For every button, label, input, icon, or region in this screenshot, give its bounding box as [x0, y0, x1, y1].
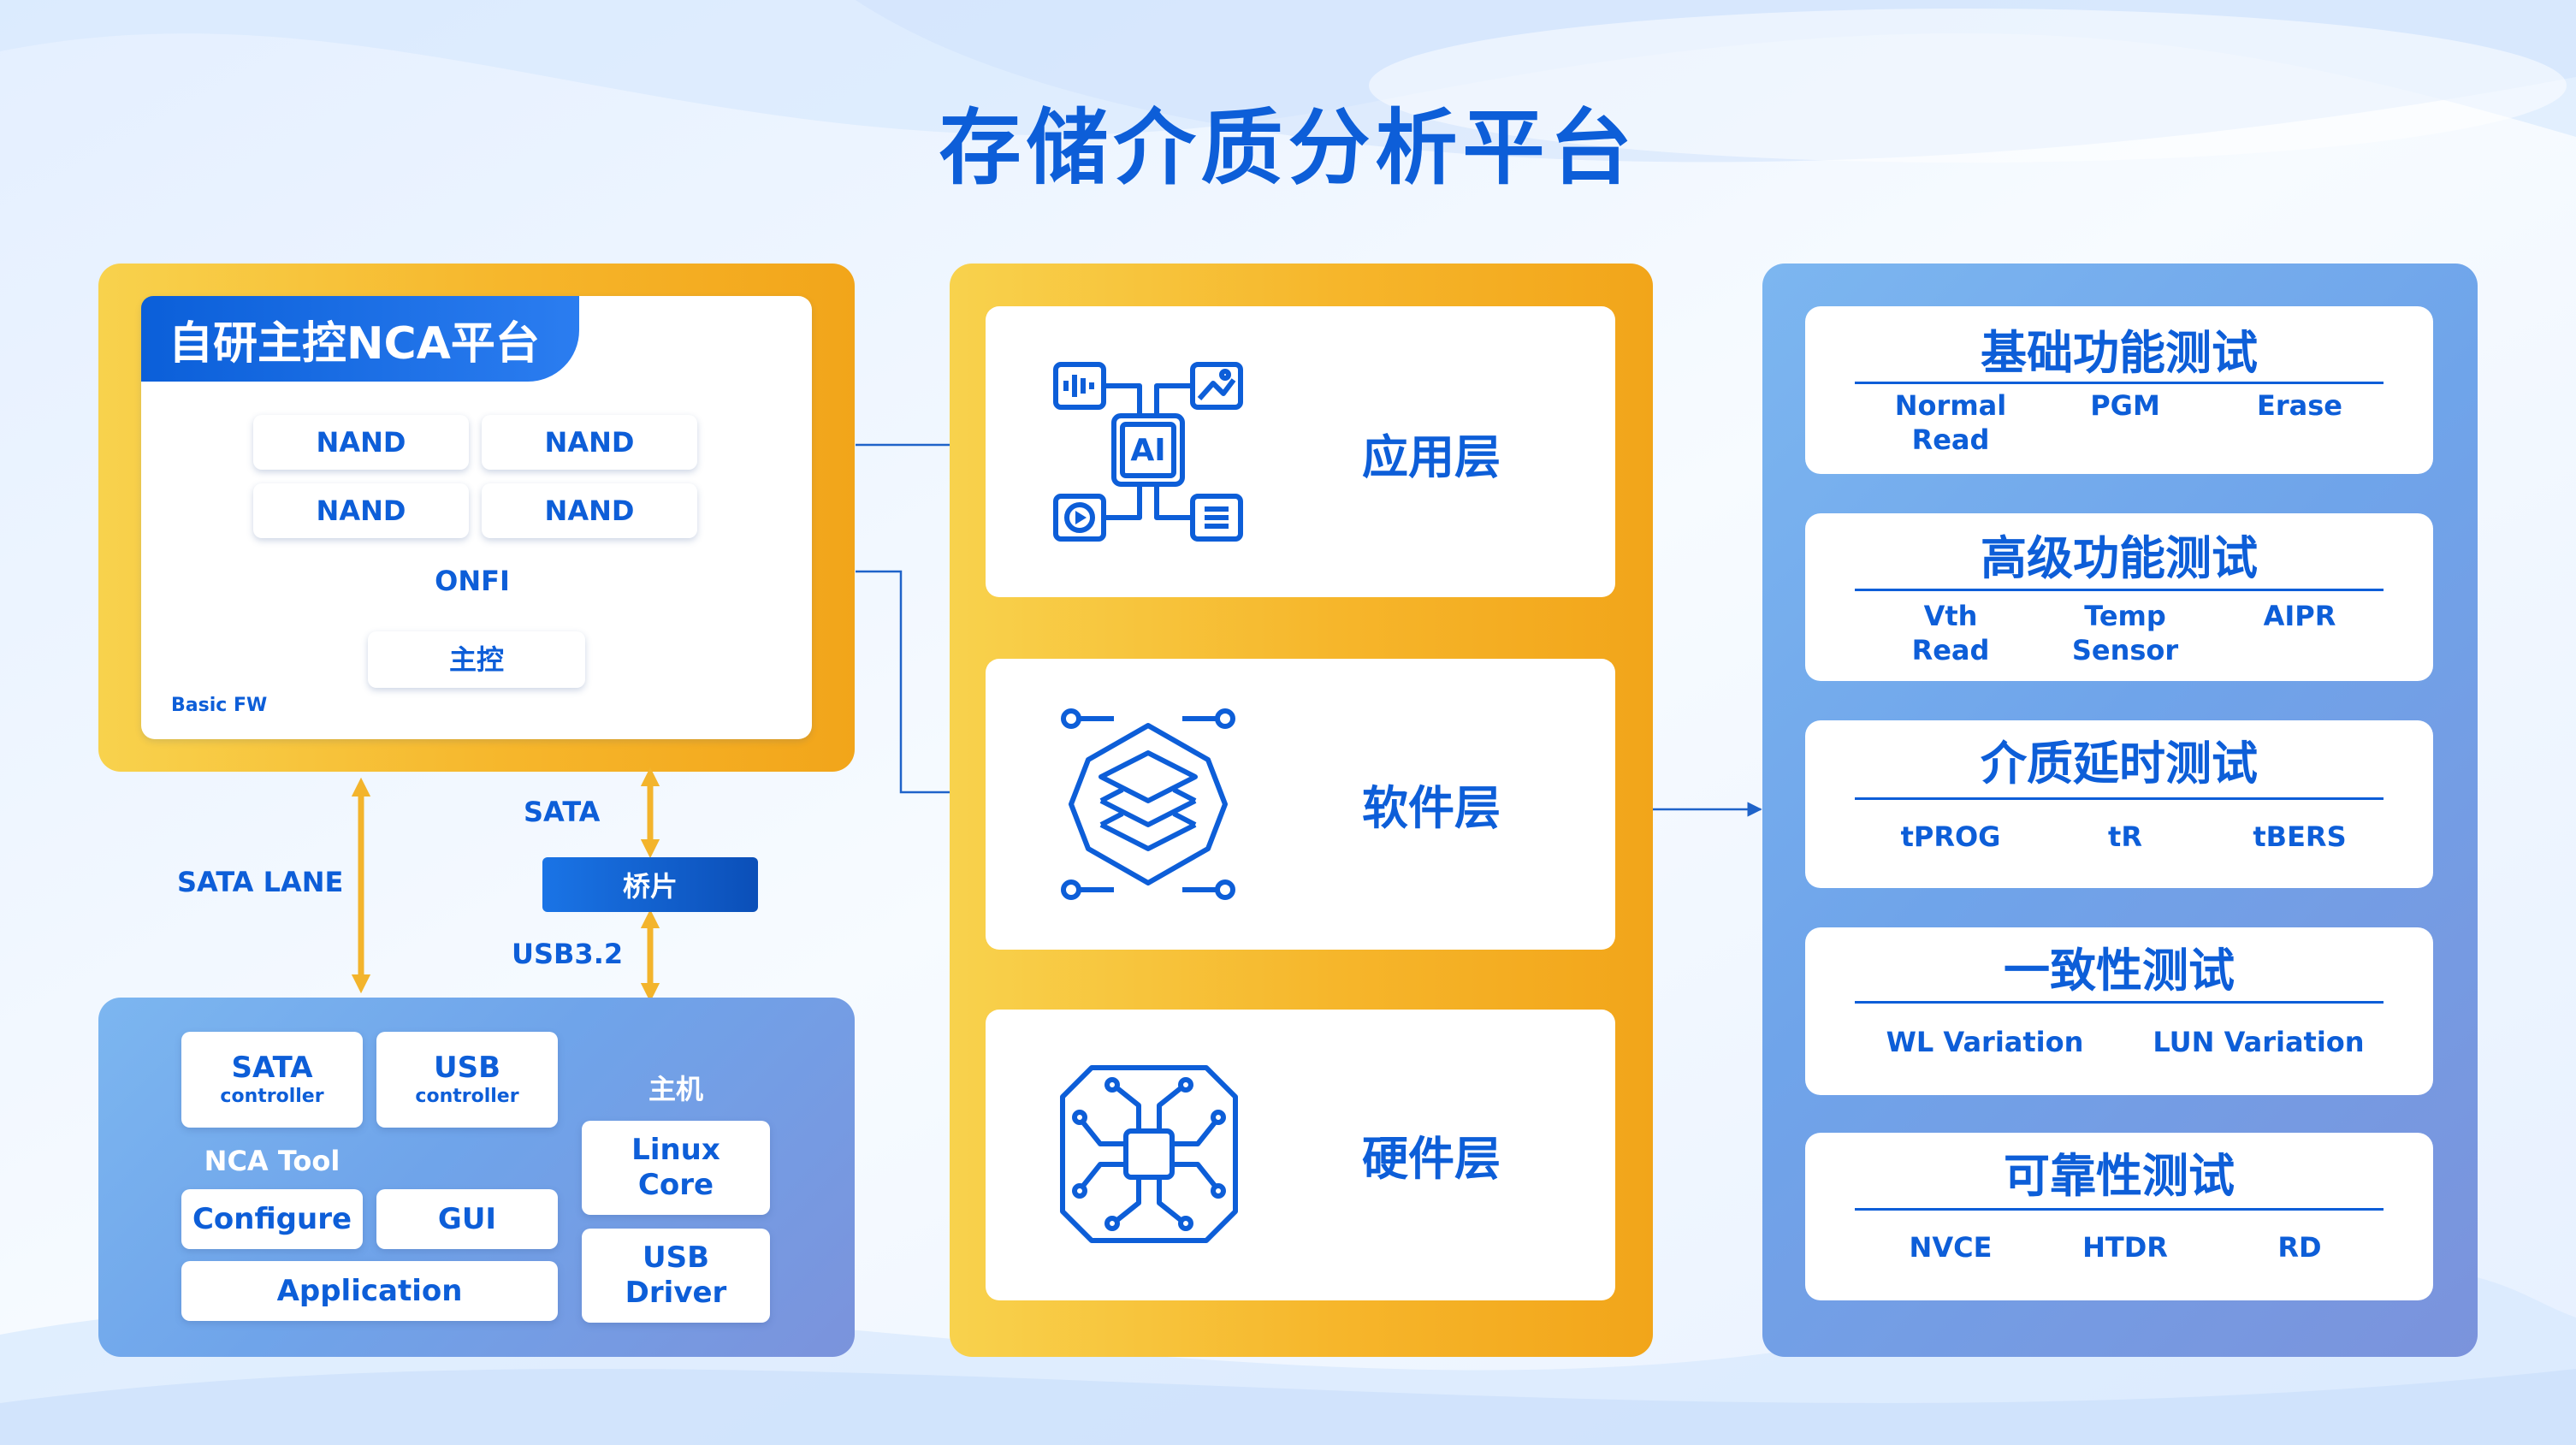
- application-box: Application: [181, 1261, 558, 1321]
- reliability-test-card: [1805, 1133, 2433, 1300]
- usb-controller-box: USB controller: [376, 1032, 558, 1128]
- basic-function-test-card: [1805, 306, 2433, 474]
- sata-lane-label: SATA LANE: [177, 866, 344, 898]
- test-item: PGM: [2090, 389, 2160, 422]
- test-item: WL Variation: [1886, 1026, 2084, 1058]
- nand-chip: NAND: [482, 483, 697, 538]
- linux-core-box: Linux Core: [582, 1121, 770, 1215]
- test-item: LUN Variation: [2153, 1026, 2365, 1058]
- test-card-divider: [1855, 797, 2384, 800]
- host-label: 主机: [648, 1073, 703, 1105]
- configure-box: Configure: [181, 1189, 363, 1249]
- page-title: 存储介质分析平台: [939, 100, 1637, 196]
- software-layer-label: 软件层: [1362, 781, 1501, 835]
- nand-chip: NAND: [482, 415, 697, 470]
- usb-driver-box: USB Driver: [582, 1229, 770, 1323]
- nca-platform-label: 自研主控NCA平台: [141, 296, 579, 382]
- application-layer-label: 应用层: [1362, 430, 1501, 484]
- media-latency-test-card: [1805, 720, 2433, 888]
- test-card-divider: [1855, 1001, 2384, 1004]
- test-item: HTDR: [2082, 1231, 2168, 1264]
- test-item: tPROG: [1900, 820, 2001, 853]
- test-item: tBERS: [2253, 820, 2347, 853]
- basic-fw-label: Basic FW: [171, 695, 268, 716]
- hardware-layer-card: [986, 1010, 1615, 1300]
- sata-label: SATA: [524, 796, 601, 828]
- application-layer-card: [986, 306, 1615, 597]
- nand-chip: NAND: [253, 483, 469, 538]
- nand-chip: NAND: [253, 415, 469, 470]
- test-card-divider: [1855, 1208, 2384, 1211]
- test-item: NVCE: [1909, 1231, 1993, 1264]
- test-item: Erase: [2257, 389, 2342, 422]
- controller-chip: 主控: [368, 631, 585, 688]
- test-card-title: 基础功能测试: [1981, 326, 2258, 380]
- ai-application-icon: AI: [1053, 362, 1243, 542]
- onfi-label: ONFI: [435, 565, 510, 597]
- test-item: AIPR: [2263, 600, 2336, 632]
- test-item: tR: [2108, 820, 2142, 853]
- svg-text:AI: AI: [1130, 433, 1165, 468]
- nca-tool-label: NCA Tool: [204, 1145, 341, 1177]
- test-card-divider: [1855, 382, 2384, 384]
- test-card-title: 一致性测试: [2004, 944, 2235, 998]
- gui-box: GUI: [376, 1189, 558, 1249]
- chip-circuit-icon: [1060, 1065, 1238, 1243]
- sata-controller-box: SATA controller: [181, 1032, 363, 1128]
- software-layer-card: [986, 659, 1615, 950]
- test-item: RD: [2277, 1231, 2322, 1264]
- bridge-chip: 桥片: [542, 857, 758, 912]
- usb-label: USB3.2: [512, 938, 624, 970]
- layers-stack-icon: [1061, 708, 1235, 900]
- test-card-title: 介质延时测试: [1981, 737, 2258, 791]
- consistency-test-card: [1805, 927, 2433, 1095]
- test-card-divider: [1855, 589, 2384, 591]
- test-card-title: 高级功能测试: [1981, 531, 2258, 585]
- test-card-title: 可靠性测试: [2004, 1149, 2235, 1203]
- advanced-function-test-card: [1805, 513, 2433, 681]
- nca-to-software-arrow: [856, 570, 987, 800]
- hardware-layer-label: 硬件层: [1362, 1132, 1501, 1186]
